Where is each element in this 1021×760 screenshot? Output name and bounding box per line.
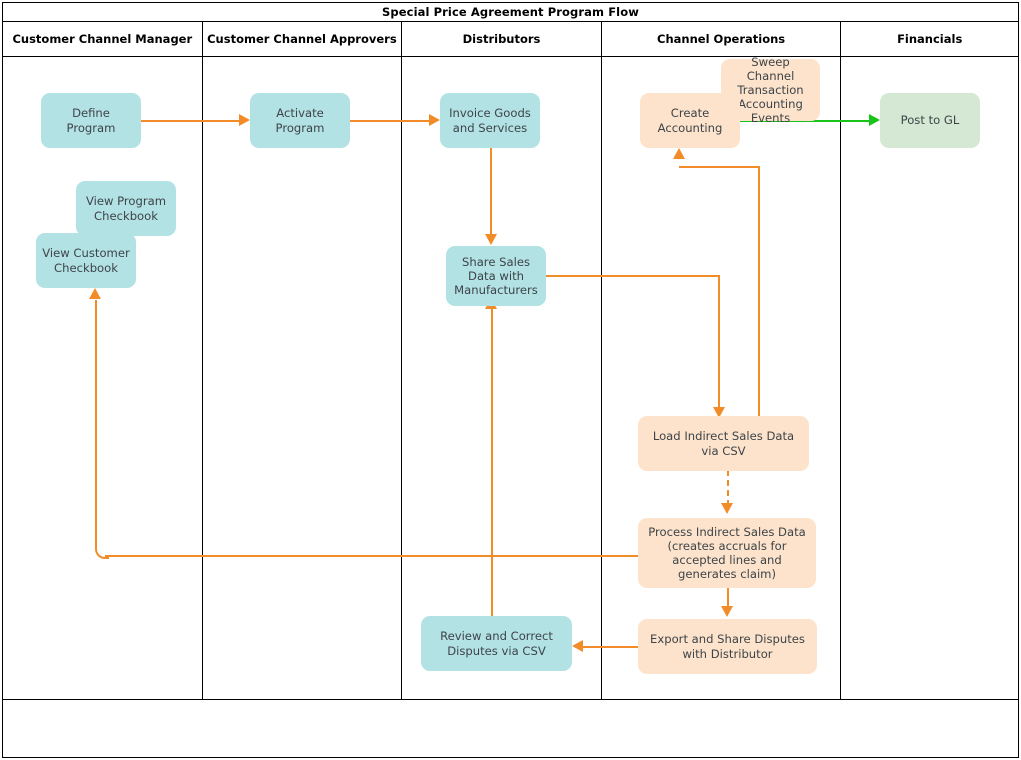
node-view-customer-checkbook[interactable]: View Customer Checkbook [36,233,136,288]
edge-process-to-checkbook-arrowhead [89,288,101,299]
diagram-title-bar: Special Price Agreement Program Flow [2,2,1019,22]
lane-column-customer-channel-manager [3,57,203,699]
edge-share-to-load-vertical [718,275,720,412]
lane-header-customer-channel-manager: Customer Channel Manager [3,22,203,56]
edge-invoice-to-share [490,148,492,240]
legend-panel: Legend Process Scheduled Process Financi… [2,699,1019,758]
edge-export-to-review [580,646,638,648]
edge-load-to-create-vertical [758,166,760,416]
swimlane-body [2,56,1019,700]
lane-column-customer-channel-approvers [203,57,403,699]
edge-review-to-share [491,308,493,617]
edge-process-to-checkbook-vertical [95,300,97,545]
lane-column-financials [841,57,1018,699]
node-review-and-correct-disputes-via-csv[interactable]: Review and Correct Disputes via CSV [421,616,572,671]
edge-process-to-checkbook-corner [95,545,109,559]
node-view-program-checkbook[interactable]: View Program Checkbook [76,181,176,236]
node-create-accounting[interactable]: Create Accounting [640,93,740,148]
edge-export-to-review-arrowhead [572,640,583,652]
node-invoice-goods-and-services[interactable]: Invoice Goods and Services [440,93,540,148]
edge-process-to-export-arrowhead [721,606,733,617]
edge-share-to-load-horizontal [545,275,720,277]
edge-define-to-activate-arrowhead [239,114,250,126]
edge-activate-to-invoice [349,120,431,122]
edge-create-to-postgl [740,120,872,122]
edge-process-to-export [727,588,729,611]
node-post-to-gl[interactable]: Post to GL [880,93,980,148]
lane-header-distributors: Distributors [402,22,602,56]
edge-invoice-to-share-arrowhead [485,234,497,245]
edge-load-to-process-arrowhead [721,503,733,514]
node-share-sales-data-with-manufacturers[interactable]: Share Sales Data with Manufacturers [446,246,546,306]
node-export-and-share-disputes-with-distributor[interactable]: Export and Share Disputes with Distribut… [638,619,817,674]
edge-share-to-load-arrowhead [713,407,725,418]
lane-column-distributors [402,57,602,699]
edge-process-to-checkbook-horizontal [105,555,638,557]
swimlane-header-row: Customer Channel Manager Customer Channe… [2,21,1019,57]
diagram-title: Special Price Agreement Program Flow [382,5,639,19]
lane-header-customer-channel-approvers: Customer Channel Approvers [203,22,403,56]
edge-activate-to-invoice-arrowhead [429,114,440,126]
lane-column-channel-operations [602,57,842,699]
edge-create-to-postgl-arrowhead [869,114,880,126]
edge-load-to-process-dashed [727,470,729,506]
node-process-indirect-sales-data[interactable]: Process Indirect Sales Data (creates acc… [638,518,816,588]
node-sweep-channel-transaction-accounting-events[interactable]: Sweep Channel Transaction Accounting Eve… [721,55,820,125]
lane-header-financials: Financials [897,32,963,46]
edge-load-to-create-horizontal [679,166,760,168]
lane-header-channel-operations: Channel Operations [602,22,842,56]
node-activate-program[interactable]: Activate Program [250,93,350,148]
node-define-program[interactable]: Define Program [41,93,141,148]
edge-load-to-create-arrowhead [673,148,685,159]
node-load-indirect-sales-data-via-csv[interactable]: Load Indirect Sales Data via CSV [638,416,809,471]
edge-define-to-activate [141,120,241,122]
